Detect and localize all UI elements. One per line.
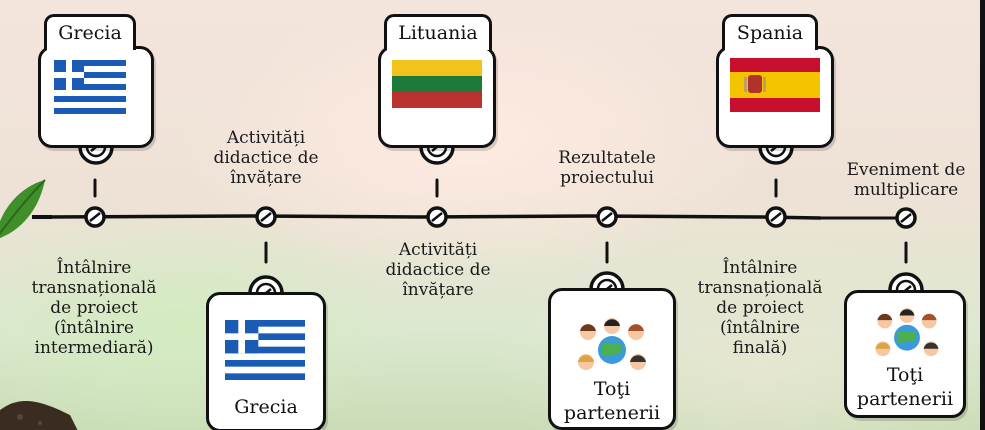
label-line: transnațională: [31, 278, 157, 298]
label-below-node-5: Întâlnire transnațională de proiect (înt…: [672, 258, 848, 358]
label-line: (întâlnire: [720, 318, 800, 338]
label-line: finală): [732, 338, 788, 358]
all-partners-a-line2: partenerii: [563, 402, 661, 424]
label-below-node-3: Activități didactice de învățare: [368, 240, 508, 300]
greece-flag-icon: [54, 60, 126, 114]
plant-leaf-image: [0, 179, 46, 238]
label-above-node-2: Activități didactice de învățare: [196, 128, 336, 188]
label-above-node-6: Eveniment de multiplicare: [834, 160, 978, 200]
lithuania-top-title: Lituania: [398, 22, 478, 44]
lithuania-top-title-tab: [384, 14, 492, 50]
label-line: Activități: [398, 240, 478, 260]
label-line: de proiect: [50, 298, 138, 318]
label-line: didactice de: [213, 148, 319, 168]
all-partners-b-line1: Toţi: [886, 364, 924, 386]
greece-top-title-tab: [44, 14, 136, 50]
label-line: proiectului: [560, 168, 654, 188]
label-line: învățare: [402, 280, 474, 300]
spain-top-title-tab: [722, 14, 818, 50]
label-below-node-1: Întâlnire transnațională de proiect (înt…: [8, 258, 180, 358]
all-partners-a-line1: Toţi: [593, 378, 631, 400]
label-line: transnațională: [697, 278, 823, 298]
spain-top-title: Spania: [736, 22, 804, 44]
people-globe-icon-b: [875, 308, 939, 357]
label-line: Activități: [226, 128, 306, 148]
all-partners-b-line2: partenerii: [856, 388, 954, 410]
label-line: de proiect: [716, 298, 804, 318]
label-line: Întâlnire: [722, 258, 798, 278]
label-line: învățare: [230, 168, 302, 188]
label-line: Rezultatele: [558, 148, 656, 168]
label-line: didactice de: [385, 260, 491, 280]
label-line: Eveniment de: [846, 160, 966, 180]
people-globe-icon: [578, 318, 646, 370]
label-line: (întâlnire: [54, 318, 134, 338]
soil-image: [0, 400, 78, 430]
right-frame-border: [980, 0, 985, 430]
greece-top-title: Grecia: [58, 22, 122, 44]
label-line: multiplicare: [853, 180, 959, 200]
label-line: intermediară): [34, 338, 154, 358]
greece-bottom-title: Grecia: [234, 396, 298, 418]
spain-flag-icon: [730, 58, 820, 112]
label-above-node-4: Rezultatele proiectului: [540, 148, 674, 188]
label-line: Întâlnire: [56, 258, 132, 278]
greece-bottom-flag-icon: [225, 320, 305, 380]
lithuania-flag-icon: [392, 60, 482, 108]
